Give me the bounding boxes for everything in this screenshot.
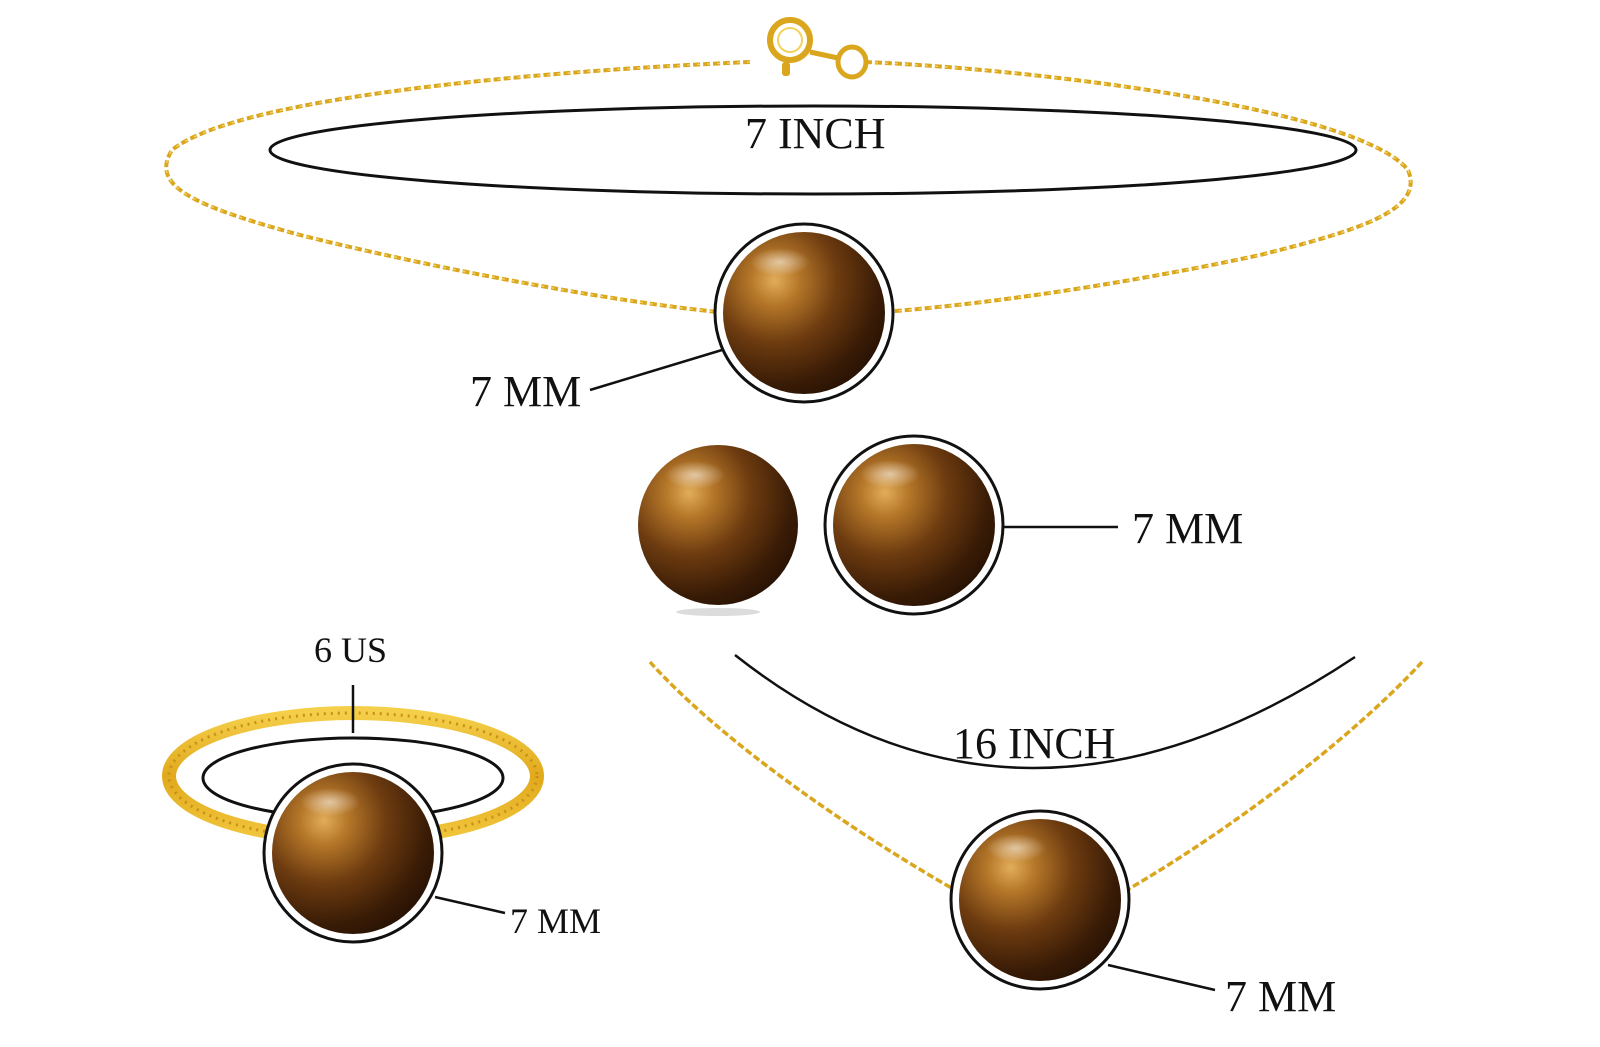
clasp-lever <box>782 62 790 76</box>
earrings <box>638 434 1118 616</box>
bracelet-chain <box>864 60 1413 314</box>
ring-size-label: 6 US <box>314 630 388 670</box>
ring-stone-leader <box>434 895 506 915</box>
necklace-stone-highlight <box>986 834 1046 862</box>
bracelet-length-ellipse <box>268 104 1358 196</box>
earring-stone-size-label: 7 MM <box>1132 504 1244 553</box>
spring-ring-clasp <box>777 27 803 53</box>
necklace-chain <box>648 660 956 892</box>
bracelet-chain <box>864 61 1412 313</box>
clasp-link <box>809 49 839 61</box>
earring-left-shadow <box>676 608 760 616</box>
jump-ring <box>835 44 869 80</box>
bracelet-length-label: 7 INCH <box>745 109 886 158</box>
necklace-length-label: 16 INCH <box>953 719 1116 768</box>
bracelet <box>164 17 1413 404</box>
necklace <box>648 654 1424 992</box>
bracelet-chain <box>164 60 751 314</box>
bracelet-stone-leader <box>589 348 723 392</box>
bracelet-stone-highlight <box>750 248 810 276</box>
spring-ring-clasp <box>767 17 813 63</box>
bracelet-chain <box>165 61 751 313</box>
ring-stone-highlight <box>300 788 360 816</box>
necklace-stone-size-label: 7 MM <box>1225 972 1337 1021</box>
necklace-chain <box>1126 660 1424 892</box>
necklace-length-arc <box>734 654 1356 770</box>
necklace-stone-leader <box>1107 963 1216 992</box>
ring <box>162 685 544 944</box>
bracelet-stone-size-label: 7 MM <box>470 367 582 416</box>
earring-left-highlight <box>665 461 725 489</box>
ring-stone-size-label: 7 MM <box>510 901 602 941</box>
earring-right-highlight <box>860 460 920 488</box>
